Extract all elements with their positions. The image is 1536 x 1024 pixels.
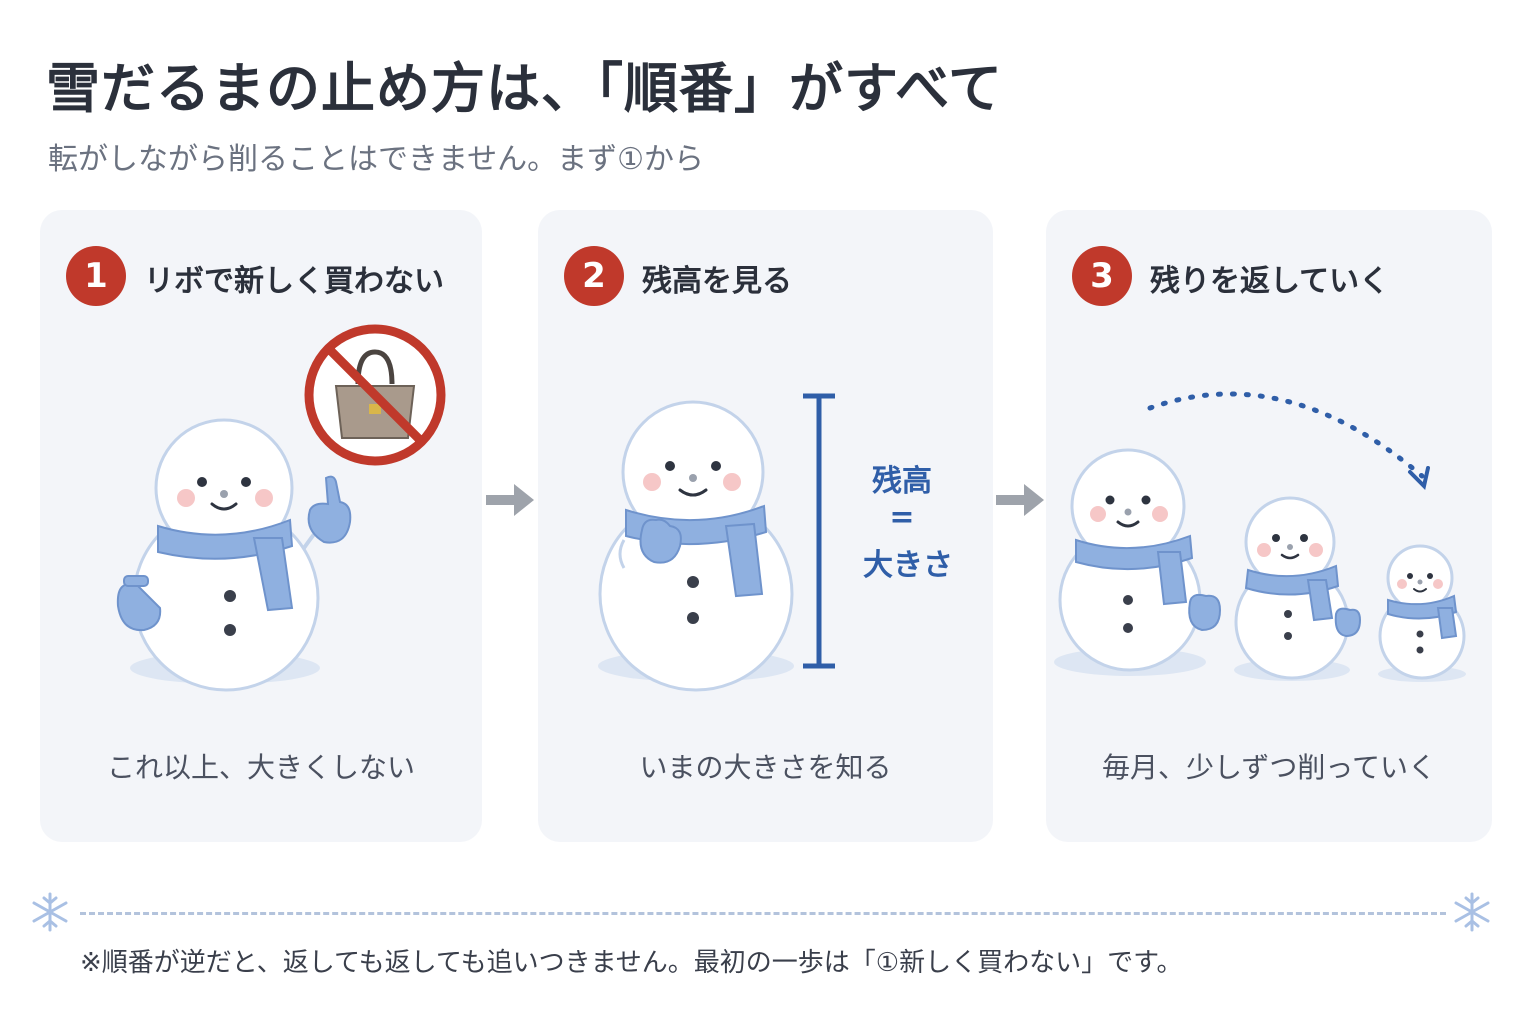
step-caption: これ以上、大きくしない	[106, 751, 415, 784]
step-number-badge: 2	[564, 246, 624, 306]
step-card-1: 1 リボで新しく買わない これ以上、大きくしない	[40, 210, 482, 842]
equals-sign: =	[889, 500, 915, 535]
footnote: ※順番が逆だと、返しても返しても追いつきません。最初の一歩は「①新しく買わない」…	[80, 948, 1183, 978]
no-shopping-bag-icon	[304, 324, 446, 466]
step-caption: 毎月、少しずつ削っていく	[1101, 751, 1437, 784]
page-subtitle: 転がしながら削ることはできません。まず①から	[48, 142, 704, 177]
dashed-divider	[80, 912, 1446, 915]
step-number-badge: 1	[66, 246, 126, 306]
snowflake-icon	[1454, 892, 1490, 932]
page-title: 雪だるまの止め方は、「順番」がすべて	[46, 57, 1004, 120]
step-title: リボで新しく買わない	[144, 264, 444, 299]
step-card-3: 3 残りを返していく	[1046, 210, 1492, 842]
right-arrow-icon	[486, 484, 534, 516]
step-title: 残りを返していく	[1150, 264, 1390, 299]
snowflake-icon	[32, 892, 68, 932]
balance-label: 残高	[872, 464, 932, 499]
step-title: 残高を見る	[642, 264, 792, 299]
snowman-pointing-illustration	[116, 418, 352, 692]
snowman-thinking-illustration	[598, 393, 835, 692]
shrinking-snowmen-illustration	[1054, 391, 1466, 682]
step-caption: いまの大きさを知る	[639, 751, 892, 784]
step-card-2: 2 残高を見る 残高 = 大きさ いまの大きさを知る	[538, 210, 993, 842]
size-label: 大きさ	[863, 548, 953, 583]
step-number-badge: 3	[1072, 246, 1132, 306]
right-arrow-icon	[996, 484, 1044, 516]
